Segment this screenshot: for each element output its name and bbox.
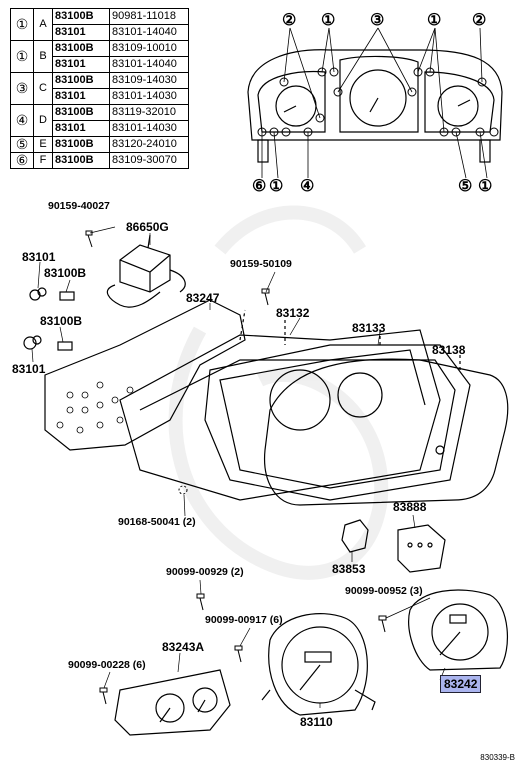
circle-mark: ① bbox=[478, 178, 493, 195]
part-label-83247: 83247 bbox=[186, 291, 220, 305]
row-letter: C bbox=[33, 72, 53, 105]
row-index: ③ bbox=[10, 72, 34, 105]
part-label-90099-00929: 90099-00929 (2) bbox=[166, 566, 244, 578]
speedometer-83110 bbox=[261, 613, 376, 716]
part-label-83888: 83888 bbox=[393, 500, 427, 514]
part-label-90159-40027: 90159-40027 bbox=[48, 200, 110, 212]
part-label-83853: 83853 bbox=[332, 562, 366, 576]
relay-86650g bbox=[106, 234, 186, 308]
part-label-83110: 83110 bbox=[300, 715, 333, 729]
base-part-number: 83100B bbox=[52, 104, 110, 121]
circle-mark: ④ bbox=[300, 178, 315, 195]
row-letter: D bbox=[33, 104, 53, 137]
full-part-number[interactable]: 83109-10010 bbox=[109, 40, 189, 57]
row-index: ⑤ bbox=[10, 136, 34, 153]
screws bbox=[85, 230, 387, 705]
full-part-number[interactable]: 83101-14040 bbox=[109, 24, 189, 41]
circle-mark: ① bbox=[269, 178, 284, 195]
row-index: ④ bbox=[10, 104, 34, 137]
base-part-number: 83100B bbox=[52, 152, 110, 169]
circle-mark: ⑥ bbox=[252, 178, 267, 195]
part-label-83242-highlighted[interactable]: 83242 bbox=[440, 675, 482, 693]
circle-mark: ① bbox=[321, 12, 336, 29]
part-label-83132: 83132 bbox=[276, 306, 310, 320]
bulb-sockets bbox=[23, 287, 75, 351]
part-label-83101: 83101 bbox=[12, 362, 46, 376]
full-part-number[interactable]: 83109-14030 bbox=[109, 72, 189, 89]
base-part-number: 83100B bbox=[52, 136, 110, 153]
gauge-83243a bbox=[114, 669, 231, 736]
row-index: ⑥ bbox=[10, 152, 34, 169]
circle-mark: ③ bbox=[370, 12, 385, 29]
part-label-83133: 83133 bbox=[352, 321, 386, 335]
part-label-83138: 83138 bbox=[432, 343, 466, 357]
full-part-number[interactable]: 90981-11018 bbox=[109, 8, 189, 25]
full-part-number[interactable]: 83101-14030 bbox=[109, 120, 189, 137]
circle-mark: ① bbox=[427, 12, 442, 29]
part-label-90168-50041: 90168-50041 (2) bbox=[118, 516, 196, 528]
base-part-number: 83100B bbox=[52, 72, 110, 89]
base-part-number: 83101 bbox=[52, 56, 110, 73]
part-label-86650g: 86650G bbox=[126, 220, 169, 234]
row-letter: B bbox=[33, 40, 53, 73]
base-part-number: 83101 bbox=[52, 120, 110, 137]
connector-83888 bbox=[397, 524, 446, 573]
row-letter: F bbox=[33, 152, 53, 169]
part-label-83243a: 83243A bbox=[162, 640, 205, 654]
full-part-number[interactable]: 83109-30070 bbox=[109, 152, 189, 169]
glass-83138 bbox=[263, 355, 509, 506]
diagram-code: 830339-B bbox=[480, 753, 515, 762]
cluster-top-view bbox=[247, 27, 503, 179]
row-letter: E bbox=[33, 136, 53, 153]
part-label-90159-50109: 90159-50109 bbox=[230, 258, 292, 270]
full-part-number[interactable]: 83119-32010 bbox=[109, 104, 189, 121]
part-label-90099-00228: 90099-00228 (6) bbox=[68, 659, 146, 671]
face-plate-83133 bbox=[204, 330, 471, 501]
part-label-83100b: 83100B bbox=[44, 266, 87, 280]
circle-mark: ⑤ bbox=[458, 178, 473, 195]
connector-83853 bbox=[341, 519, 369, 553]
base-part-number: 83101 bbox=[52, 88, 110, 105]
tachometer-83242 bbox=[408, 589, 509, 671]
circle-mark: ② bbox=[282, 12, 297, 29]
circle-mark: ② bbox=[472, 12, 487, 29]
base-part-number: 83100B bbox=[52, 8, 110, 25]
row-index: ① bbox=[10, 8, 34, 41]
full-part-number[interactable]: 83101-14040 bbox=[109, 56, 189, 73]
row-index: ① bbox=[10, 40, 34, 73]
base-part-number: 83100B bbox=[52, 40, 110, 57]
part-label-90099-00917: 90099-00917 (6) bbox=[205, 614, 283, 626]
printed-circuit-83247 bbox=[44, 299, 246, 451]
part-label-83101: 83101 bbox=[22, 250, 56, 264]
full-part-number[interactable]: 83120-24010 bbox=[109, 136, 189, 153]
housing-83132 bbox=[119, 320, 441, 501]
part-label-90099-00952: 90099-00952 (3) bbox=[345, 585, 423, 597]
row-letter: A bbox=[33, 8, 53, 41]
base-part-number: 83101 bbox=[52, 24, 110, 41]
part-label-83100b: 83100B bbox=[40, 314, 83, 328]
leader-lines bbox=[31, 226, 446, 708]
full-part-number[interactable]: 83101-14030 bbox=[109, 88, 189, 105]
